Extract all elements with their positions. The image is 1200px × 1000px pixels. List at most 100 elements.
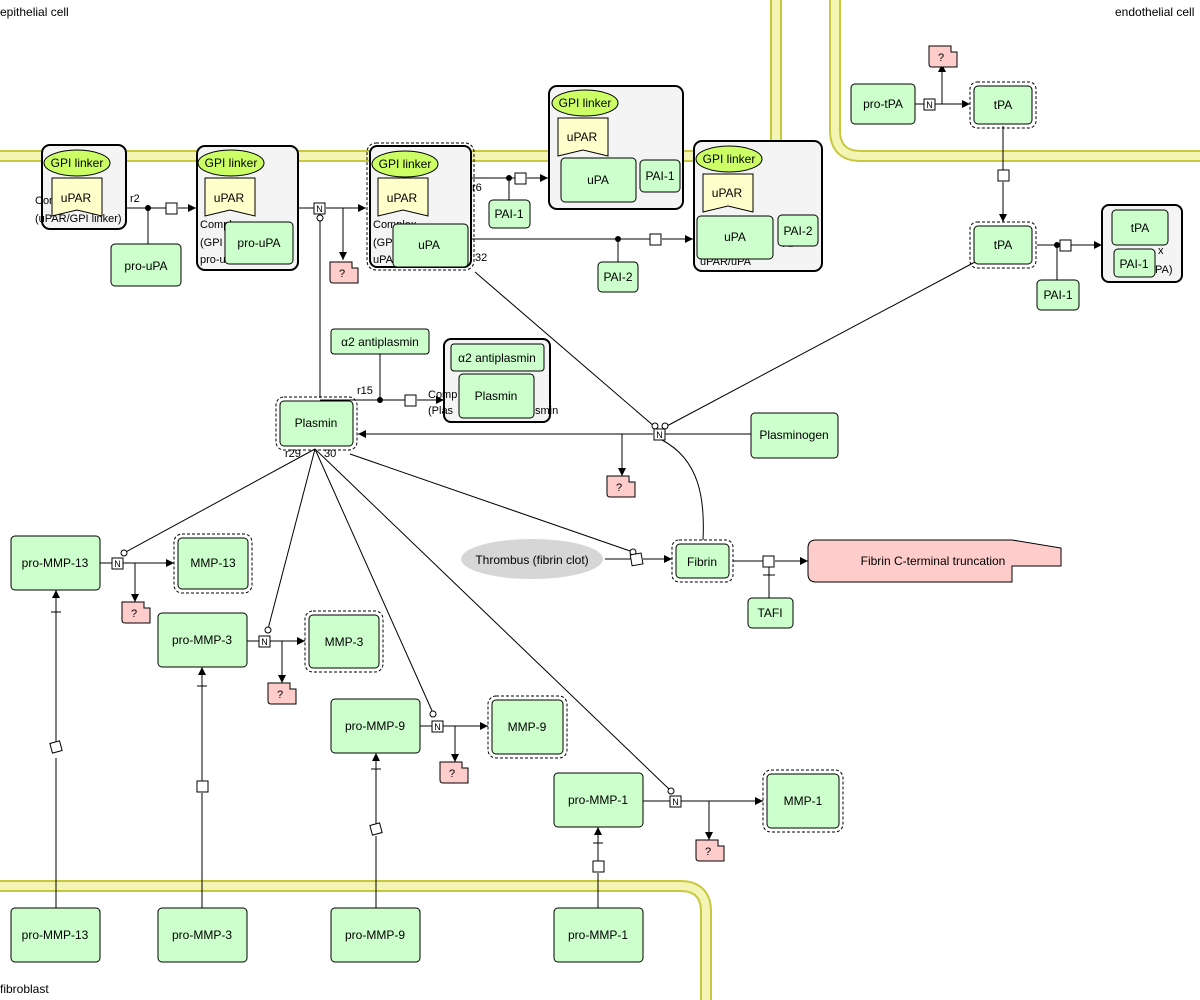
unknown-mmp9[interactable]: ? — [439, 761, 469, 784]
node-pro-upa[interactable]: pro-uPA — [110, 243, 182, 287]
reaction-label-r32: 32 — [475, 252, 487, 264]
node-plasminogen[interactable]: Plasminogen — [750, 412, 839, 459]
svg-text:TAFI: TAFI — [757, 606, 782, 620]
n-node-mmp1: N — [669, 795, 682, 808]
node-mmp1[interactable]: MMP-1 — [762, 769, 844, 833]
reaction-squares — [49, 169, 1072, 873]
complex-gpi-upa[interactable]: Complex (GPI uPA GPI linker uPAR uPA — [366, 142, 475, 271]
node-mmp13[interactable]: MMP-13 — [173, 533, 253, 594]
svg-text:α2 antiplasmin: α2 antiplasmin — [458, 351, 536, 365]
pai1-box — [639, 159, 681, 193]
svg-text:pro-MMP-3: pro-MMP-3 — [172, 633, 232, 647]
svg-text:pro-MMP-3: pro-MMP-3 — [172, 928, 232, 942]
edge-fibrin-mod — [661, 439, 704, 541]
complex-plasmin-antiplasmin[interactable]: Comp (Plas smin α2 antiplasmin Plasmin — [428, 338, 558, 423]
complex-label-line2: (uPAR/GPI linker) — [35, 213, 122, 225]
complex-tpa-pai1[interactable]: x PA) tPA PAI-1 — [1101, 204, 1183, 283]
compartment-fibroblast-label: fibroblast — [0, 982, 49, 996]
node-fibrin[interactable]: Fibrin — [671, 539, 734, 583]
n-node-mmp9: N — [431, 720, 444, 733]
svg-text:PAI-1: PAI-1 — [645, 169, 674, 183]
edge-plasmin-mmp9 — [314, 448, 434, 714]
upar-receptor — [702, 173, 754, 213]
svg-text:uPAR: uPAR — [567, 130, 598, 144]
node-fb-pro-mmp9[interactable]: pro-MMP-9 — [330, 907, 421, 963]
upa-box — [560, 157, 637, 203]
node-fb-pro-mmp1[interactable]: pro-MMP-1 — [553, 907, 644, 963]
svg-text:pro-MMP-13: pro-MMP-13 — [22, 556, 89, 570]
gpi-linker — [43, 149, 111, 177]
node-mmp3[interactable]: MMP-3 — [304, 610, 384, 673]
complex-upar-gpi[interactable]: Complex (uPAR/GPI linker) GPI linker uPA… — [35, 144, 127, 230]
svg-text:MMP-13: MMP-13 — [190, 556, 236, 570]
compartment-endothelial-label: endothelial cell — [1115, 5, 1194, 19]
reaction-label-r29: r29 — [285, 448, 301, 460]
gpi-linker — [551, 89, 619, 117]
complex-gpi-pro-upa[interactable]: Complex (GPI pro-u GPI linker uPAR pro-u… — [196, 145, 299, 271]
reaction-dots — [145, 175, 1060, 403]
edge-tpa-catalysis — [664, 261, 976, 428]
unknown-mmp3[interactable]: ? — [267, 682, 297, 705]
svg-text:tPA: tPA — [994, 98, 1012, 112]
svg-text:uPAR: uPAR — [712, 186, 743, 200]
svg-text:GPI linker: GPI linker — [205, 156, 258, 170]
unknown-plasmin[interactable]: ? — [606, 475, 636, 498]
svg-text:GPI linker: GPI linker — [379, 157, 432, 171]
complex-upa-pai2[interactable]: AI uPAR/uPA GPI linker uPAR uPA PAI-2 — [693, 140, 823, 272]
reaction-label-r6: r6 — [472, 182, 482, 194]
unknown-nodes: ? ? ? ? ? ? ? — [121, 45, 958, 862]
node-tpa-mid[interactable]: tPA — [969, 221, 1037, 269]
edge-upa-catalysis — [474, 271, 656, 428]
node-tafi[interactable]: TAFI — [747, 597, 794, 629]
edge-plasmin-mmp3 — [267, 448, 316, 630]
svg-text:N: N — [114, 559, 121, 569]
svg-text:?: ? — [616, 482, 622, 494]
node-mmp9[interactable]: MMP-9 — [487, 695, 568, 759]
node-tpa-top[interactable]: tPA — [969, 81, 1037, 129]
svg-text:?: ? — [705, 846, 711, 858]
unknown-mmp1[interactable]: ? — [695, 839, 725, 862]
node-pro-mmp9[interactable]: pro-MMP-9 — [330, 698, 421, 754]
unknown-tpa[interactable]: ? — [928, 45, 958, 68]
node-thrombus[interactable]: Thrombus (fibrin clot) — [461, 539, 603, 579]
svg-text:Thrombus (fibrin clot): Thrombus (fibrin clot) — [475, 553, 588, 567]
edge-plasmin-fibrin — [349, 453, 634, 553]
fibroblast-membrane — [0, 880, 712, 1000]
node-fb-pro-mmp13[interactable]: pro-MMP-13 — [10, 907, 101, 963]
node-pro-mmp3[interactable]: pro-MMP-3 — [157, 612, 248, 668]
node-pro-mmp13[interactable]: pro-MMP-13 — [10, 535, 101, 591]
upa-box — [696, 215, 774, 260]
svg-text:?: ? — [339, 268, 345, 280]
node-fibrin-ct-truncation[interactable]: Fibrin C-terminal truncation — [807, 539, 1062, 583]
svg-text:N: N — [261, 637, 268, 647]
n-node-mmp3: N — [258, 635, 271, 648]
node-pro-tpa[interactable]: pro-tPA — [850, 83, 916, 125]
svg-text:PAI-1: PAI-1 — [1119, 257, 1148, 271]
node-antiplasmin[interactable]: α2 antiplasmin — [330, 328, 430, 355]
gpi-linker-label: GPI linker — [51, 156, 104, 170]
svg-text:PAI-1: PAI-1 — [1043, 288, 1072, 302]
node-pro-mmp1[interactable]: pro-MMP-1 — [553, 772, 644, 828]
gpi-linker — [371, 150, 439, 178]
svg-text:Fibrin C-terminal truncation: Fibrin C-terminal truncation — [861, 554, 1006, 568]
node-pai2-top[interactable]: PAI-2 — [597, 261, 639, 293]
upa-box — [392, 223, 469, 268]
unknown-upa[interactable]: ? — [329, 261, 359, 284]
pro-upa-box — [224, 221, 294, 265]
svg-text:PAI-2: PAI-2 — [783, 224, 812, 238]
complex-upa-pai1[interactable]: GPI linker uPAR uPA PAI-1 — [548, 85, 684, 210]
n-node-mmp13: N — [111, 557, 124, 570]
node-fb-pro-mmp3[interactable]: pro-MMP-3 — [157, 907, 248, 963]
n-node-tpa: N — [923, 98, 936, 111]
svg-text:MMP-9: MMP-9 — [508, 720, 547, 734]
n-nodes: N N N N N N N — [111, 98, 936, 808]
svg-text:uPA: uPA — [373, 254, 394, 266]
gpi-linker — [197, 149, 265, 177]
svg-text:N: N — [926, 100, 933, 110]
node-pai1-right[interactable]: PAI-1 — [1036, 279, 1080, 311]
svg-text:N: N — [672, 797, 679, 807]
node-pai1-top[interactable]: PAI-1 — [488, 199, 531, 229]
node-plasmin[interactable]: Plasmin — [275, 396, 358, 451]
unknown-mmp13[interactable]: ? — [121, 601, 151, 624]
